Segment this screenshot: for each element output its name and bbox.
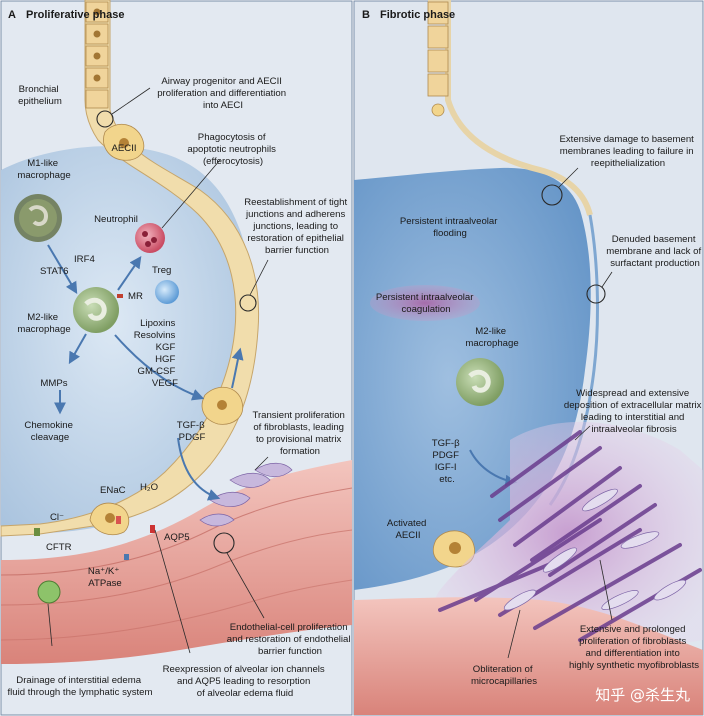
panel-a: A Proliferative phase Bronchial epitheli…: [0, 0, 353, 716]
extracellular-matrix-fibers: [438, 430, 702, 642]
label-irf4: IRF4: [74, 254, 95, 265]
neutrophil: [135, 223, 165, 253]
capillary: [1, 460, 352, 664]
label-aecii: AECII: [111, 143, 136, 154]
alveolar-epithelium: [0, 0, 260, 537]
label-enac: ENaC: [100, 485, 126, 496]
panel-b: B Fibrotic phase Extensive damage to bas…: [353, 0, 704, 716]
label-airway-progenitor: Airway progenitor and AECII proliferatio…: [157, 76, 289, 111]
label-m2-macrophage-b: M2-like macrophage: [465, 326, 518, 349]
panel-a-title: Proliferative phase: [26, 9, 124, 21]
label-endothelial: Endothelial-cell proliferation and resto…: [227, 622, 353, 657]
lymphatic-vessel: [37, 580, 61, 604]
watermark: 知乎 @杀生丸: [595, 686, 690, 704]
label-tgf-pdgf-a: TGF-β PDGF: [177, 420, 208, 443]
label-denuded: Denuded basement membrane and lack of su…: [606, 234, 704, 269]
label-drainage: Drainage of interstitial edema fluid thr…: [7, 675, 152, 698]
label-treg: Treg: [152, 265, 171, 276]
callout-circle-airway: [96, 110, 114, 128]
label-phagocytosis: Phagocytosis of apoptotic neutrophils (e…: [187, 132, 278, 167]
label-persistent-flooding: Persistent intraalveolar flooding: [400, 216, 500, 239]
capillary-b: [354, 597, 703, 715]
label-chemokine-cleavage: Chemokine cleavage: [24, 420, 75, 443]
arrows-a: [47, 244, 244, 501]
panel-b-title: Fibrotic phase: [380, 9, 455, 21]
denuded-epithelium: [428, 0, 593, 216]
m1-macrophage: [14, 194, 62, 242]
callout-circle-junctions: [239, 294, 257, 312]
myofibroblasts: [503, 488, 687, 611]
label-extensive-damage: Extensive damage to basement membranes l…: [559, 134, 696, 169]
label-mr: MR: [128, 291, 143, 302]
bronchial-epithelium-cells-b: [427, 1, 449, 117]
activated-aecii: [432, 530, 476, 568]
alveolar-space: [1, 146, 250, 534]
label-cl: Cl⁻: [50, 512, 64, 523]
cftr-channel: [34, 528, 40, 536]
callout-circle-denuded: [586, 284, 606, 304]
label-prolonged-proliferation: Extensive and prolonged proliferation of…: [569, 624, 699, 671]
label-factors-b: TGF-β PDGF IGF-I etc.: [432, 438, 463, 485]
label-mediators: Lipoxins Resolvins KGF HGF GM-CSF VEGF: [134, 318, 178, 389]
label-mmps: MMPs: [40, 378, 67, 389]
label-reexpression: Reexpression of alveolar ion channels an…: [163, 664, 328, 699]
aqp5-channel: [150, 525, 155, 533]
callout-circle-basement: [541, 184, 563, 206]
label-na-k-atpase: Na⁺/K⁺ ATPase: [88, 566, 122, 589]
label-widespread-deposition: Widespread and extensive deposition of e…: [564, 388, 704, 435]
label-persistent-coagulation: Persistent intraalveolar coagulation: [376, 292, 476, 315]
aecii-nucleus: [119, 138, 129, 148]
label-stat6: STAT6: [40, 266, 68, 277]
m2-macrophage-b: [456, 358, 504, 406]
label-cftr: CFTR: [46, 542, 72, 553]
panel-b-letter: B: [362, 9, 370, 21]
m2-macrophage-a: [73, 287, 123, 333]
panel-a-letter: A: [8, 9, 16, 21]
enac-channel: [116, 516, 121, 524]
label-activated-aecii: Activated AECII: [387, 518, 429, 541]
label-m1-macrophage: M1-like macrophage: [17, 158, 70, 181]
treg-cell: [155, 280, 179, 304]
label-neutrophil: Neutrophil: [94, 214, 138, 225]
na-k-atpase: [124, 554, 129, 560]
fibroblasts-a: [199, 462, 293, 527]
label-aqp5: AQP5: [164, 532, 190, 543]
label-reestablishment: Reestablishment of tight junctions and a…: [244, 197, 350, 256]
label-h2o: H₂O: [140, 482, 158, 493]
coagulation-region: [370, 285, 480, 321]
label-transient-proliferation: Transient proliferation of fibroblasts, …: [252, 410, 347, 457]
label-m2-macrophage-a: M2-like macrophage: [17, 312, 70, 335]
callout-circle-endothelial: [213, 532, 235, 554]
label-obliteration: Obliteration of microcapillaries: [471, 664, 537, 687]
label-bronchial-epithelium: Bronchial epithelium: [18, 84, 62, 107]
bronchial-epithelium-cells: [85, 1, 109, 109]
